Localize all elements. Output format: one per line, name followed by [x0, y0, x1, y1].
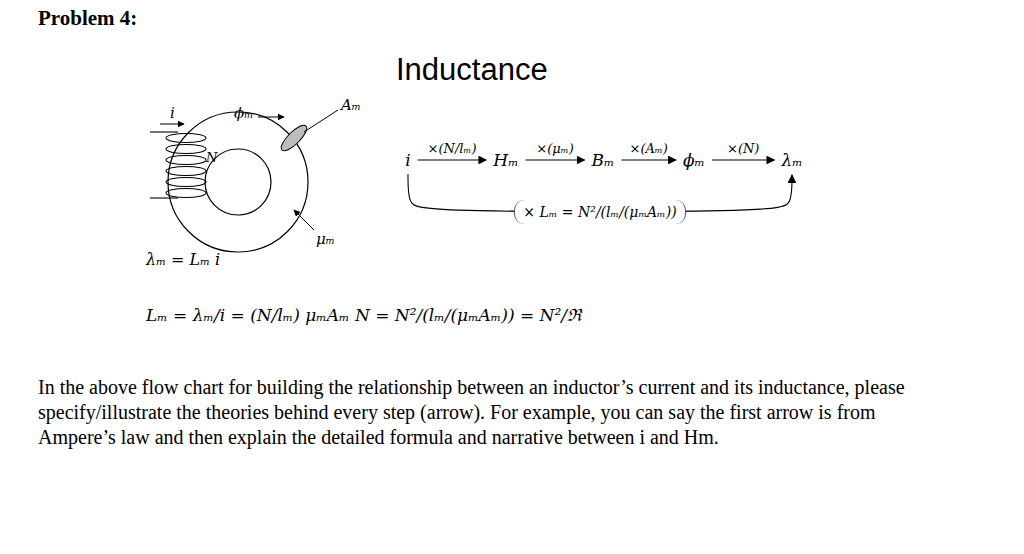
symbol-label: N [206, 150, 217, 166]
coil-winding [166, 134, 206, 198]
quantity-symbol: Hₘ [493, 150, 518, 170]
flow-quantity: ϕₘ [679, 148, 709, 172]
problem-heading: Problem 4: [38, 5, 137, 31]
edge-label: ×(μₘ) [536, 141, 573, 156]
flow-quantity: λₘ [777, 148, 806, 172]
edge-label: ×(Aₘ) [630, 141, 668, 156]
cross-section [278, 122, 311, 155]
flow-arrow [621, 159, 676, 160]
flux-arrow [258, 117, 284, 118]
coil-turn [166, 134, 206, 143]
quantity-symbol: λₘ [781, 150, 802, 170]
title: Inductance [396, 52, 548, 88]
quantity-symbol: ϕₘ [683, 150, 705, 170]
symbol-label: i [170, 104, 175, 123]
flow-arrow [526, 159, 585, 160]
flow-quantity: Bₘ [588, 148, 619, 172]
edge-label: ×(N) [727, 141, 759, 156]
quantity-symbol: i [405, 150, 410, 170]
leader-line [304, 110, 338, 132]
flow-quantity: i [401, 148, 414, 172]
edge-label: × Lₘ = N²/(lₘ/(μₘAₘ)) [514, 200, 685, 224]
symbol-label: Aₘ [341, 96, 361, 115]
coil-turn [166, 145, 206, 154]
flow-quantity: Hₘ [489, 148, 522, 172]
symbol-label: λₘ = Lₘ i [146, 250, 220, 270]
toroid-inner [205, 149, 271, 215]
formula: Lₘ = λₘ/i = (N/lₘ) μₘAₘ N = N²/(lₘ/(μₘAₘ… [146, 305, 581, 326]
edge-label: ×(N/lₘ) [428, 141, 477, 156]
coil-turn [166, 156, 206, 165]
flow-arrow [712, 159, 774, 160]
symbol-label: ϕₘ [234, 104, 253, 123]
quantity-symbol: Bₘ [592, 150, 615, 170]
question-text: In the above flow chart for building the… [38, 375, 938, 450]
leader-line [294, 210, 314, 230]
coil-turn [166, 167, 206, 176]
coil-turn [166, 189, 206, 198]
current-arrow [160, 124, 184, 125]
flow-arrow [418, 159, 487, 160]
wire [150, 197, 178, 198]
symbol-label: μₘ [316, 230, 335, 249]
wire [150, 131, 178, 132]
coil-turn [166, 178, 206, 187]
